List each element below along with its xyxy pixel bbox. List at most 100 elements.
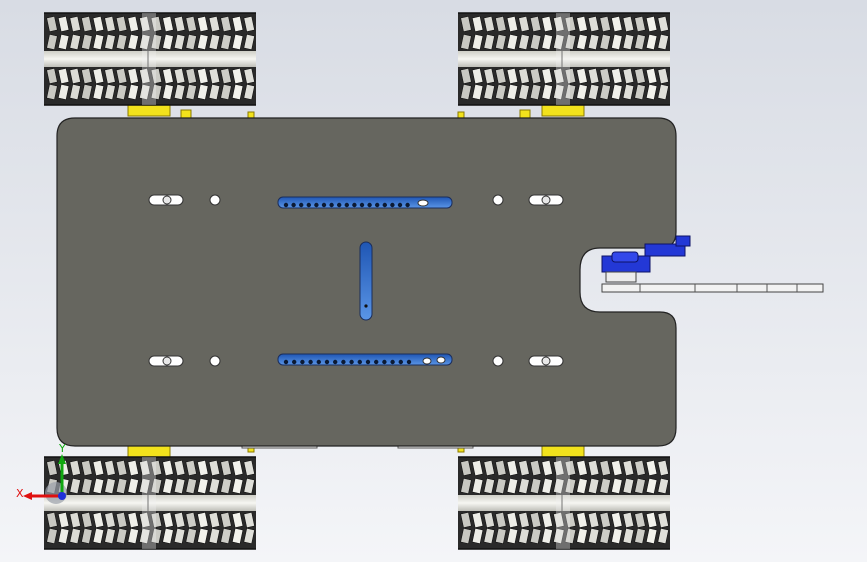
wheel-roller <box>197 459 209 477</box>
wheel-roller <box>57 527 70 545</box>
wheel-roller <box>553 459 565 477</box>
wheel-roller <box>495 459 507 477</box>
wheel-roller <box>46 33 58 51</box>
wheel-roller <box>634 459 646 477</box>
wheel-center-band <box>556 13 570 105</box>
mounting-holes-bottom <box>148 355 564 367</box>
wheel-roller <box>564 15 577 33</box>
wheel-roller <box>529 33 542 51</box>
wheel-roller <box>69 527 81 545</box>
wheel-roller <box>139 67 151 85</box>
wheel-roller <box>657 33 669 51</box>
center-slot <box>359 241 373 321</box>
wheel-roller <box>115 15 128 33</box>
wheel-roller <box>208 67 221 85</box>
wheel-roller <box>611 511 623 529</box>
wheel-roller <box>541 33 553 51</box>
wheel-roller <box>518 33 530 51</box>
wheel-roller <box>599 83 611 101</box>
wheel-roller <box>518 459 530 477</box>
wheel-rear-right[interactable] <box>458 456 670 550</box>
wheel-roller <box>92 15 105 33</box>
wheel-roller <box>46 527 58 545</box>
wheel-roller <box>460 459 472 477</box>
wheel-rear-left[interactable] <box>44 456 256 550</box>
rail-bar <box>601 283 824 293</box>
wheel-roller <box>506 15 519 33</box>
wheel-roller <box>150 15 163 33</box>
wheel-roller <box>529 477 542 495</box>
wheel-hub <box>44 51 256 67</box>
wheel-roller <box>231 67 244 85</box>
wheel-roller <box>529 527 542 545</box>
mecanum-wheels[interactable] <box>44 12 670 550</box>
wheel-roller <box>460 511 472 529</box>
wheel-center-band <box>142 457 156 549</box>
wheel-roller <box>81 33 93 51</box>
wheel-roller <box>92 511 105 529</box>
wheel-roller <box>599 527 611 545</box>
wheel-roller <box>506 83 519 101</box>
sensor-pin <box>359 202 365 208</box>
wheel-roller <box>185 511 197 529</box>
wheel-front-right[interactable] <box>458 12 670 106</box>
wheel-roller <box>518 67 530 85</box>
wheel-roller <box>564 527 577 545</box>
wheel-hub <box>458 51 670 67</box>
wheel-roller <box>622 15 635 33</box>
wheel-front-left[interactable] <box>44 12 256 106</box>
sensor-strip-bottom <box>277 353 453 366</box>
sensor-pin <box>344 202 349 208</box>
wheel-roller <box>495 477 507 495</box>
wheel-roller <box>460 477 472 495</box>
servo-bracket[interactable] <box>601 235 691 283</box>
bracket-hub <box>611 251 639 263</box>
wheel-roller <box>197 511 209 529</box>
wheel-roller <box>541 511 553 529</box>
round-hole <box>209 355 221 367</box>
wheel-roller <box>506 527 519 545</box>
wheel-roller <box>657 15 669 33</box>
wheel-roller <box>483 15 495 33</box>
wheel-roller <box>541 527 553 545</box>
wheel-roller <box>471 67 484 85</box>
wheel-roller <box>599 511 611 529</box>
sensor-pin <box>390 202 395 208</box>
sensor-rail[interactable] <box>601 283 824 293</box>
wheel-roller <box>208 15 221 33</box>
wheel-roller <box>162 511 174 529</box>
wheel-roller <box>104 459 116 477</box>
wheel-roller <box>564 33 577 51</box>
wheel-roller <box>127 527 139 545</box>
y-axis-label: Y <box>58 442 66 455</box>
sensor-pin <box>365 359 371 365</box>
sensor-pin <box>283 202 289 208</box>
standoff <box>519 109 531 119</box>
wheel-roller <box>57 511 70 529</box>
wheel-roller <box>220 527 232 545</box>
wheel-roller <box>173 477 186 495</box>
wheel-roller <box>483 511 495 529</box>
wheel-roller <box>518 511 530 529</box>
wheel-roller <box>657 83 669 101</box>
wheel-roller <box>483 459 495 477</box>
wheel-roller <box>57 15 70 33</box>
z-axis-dot <box>58 492 66 500</box>
wheel-roller <box>599 477 611 495</box>
wheel-roller <box>471 527 484 545</box>
wheel-roller <box>208 511 221 529</box>
wheel-roller <box>150 33 163 51</box>
wheel-roller <box>243 33 255 51</box>
wheel-roller <box>611 67 623 85</box>
wheel-roller <box>506 511 519 529</box>
wheel-roller <box>81 477 93 495</box>
wheel-roller <box>57 83 70 101</box>
sensor-pin <box>329 202 334 208</box>
wheel-roller <box>622 527 635 545</box>
wheel-roller <box>541 15 553 33</box>
sensor-pin <box>306 202 311 208</box>
wheel-roller <box>243 511 255 529</box>
wheel-roller <box>518 15 530 33</box>
